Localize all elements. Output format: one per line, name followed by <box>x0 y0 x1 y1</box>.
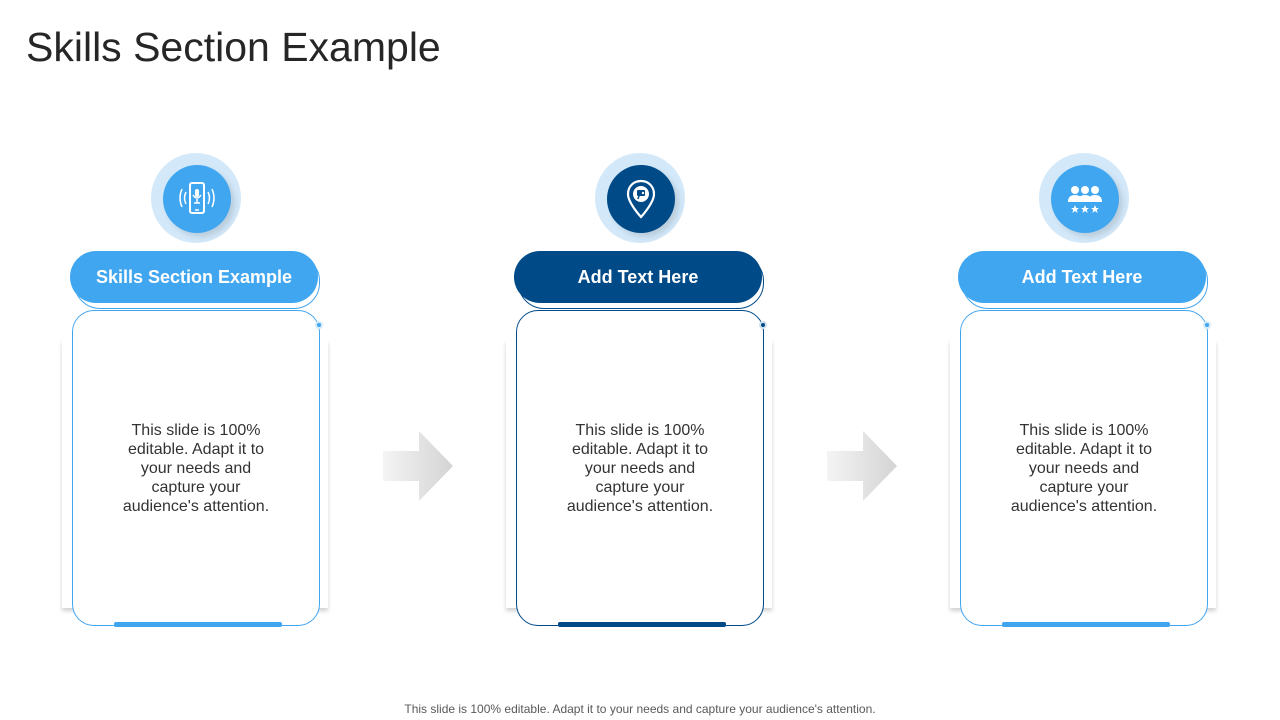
skill-column-1: Skills Section Example This slide is 100… <box>62 150 332 630</box>
skill-column-3: Add Text Here This slide is 100% editabl… <box>950 150 1220 630</box>
arrow-right-icon <box>383 431 453 501</box>
card-body-text: This slide is 100% editable. Adapt it to… <box>1010 421 1158 515</box>
accent-bar <box>558 622 726 627</box>
column-heading: Skills Section Example <box>70 251 318 303</box>
smartphone-microphone-icon <box>163 165 231 233</box>
skill-column-2: Add Text Here This slide is 100% editabl… <box>506 150 776 630</box>
icon-halo <box>151 153 241 243</box>
corner-dot <box>315 321 323 329</box>
location-pin-icon <box>607 165 675 233</box>
team-rating-icon <box>1051 165 1119 233</box>
card-body-text: This slide is 100% editable. Adapt it to… <box>122 421 270 515</box>
text-card: This slide is 100% editable. Adapt it to… <box>960 310 1208 626</box>
accent-bar <box>114 622 282 627</box>
corner-dot <box>759 321 767 329</box>
page-title: Skills Section Example <box>26 24 441 70</box>
card-body-text: This slide is 100% editable. Adapt it to… <box>566 421 714 515</box>
corner-dot <box>1203 321 1211 329</box>
icon-halo <box>595 153 685 243</box>
text-card: This slide is 100% editable. Adapt it to… <box>72 310 320 626</box>
column-heading: Add Text Here <box>514 251 762 303</box>
text-card: This slide is 100% editable. Adapt it to… <box>516 310 764 626</box>
footer-note: This slide is 100% editable. Adapt it to… <box>404 702 876 716</box>
accent-bar <box>1002 622 1170 627</box>
icon-halo <box>1039 153 1129 243</box>
column-heading: Add Text Here <box>958 251 1206 303</box>
arrow-right-icon <box>827 431 897 501</box>
